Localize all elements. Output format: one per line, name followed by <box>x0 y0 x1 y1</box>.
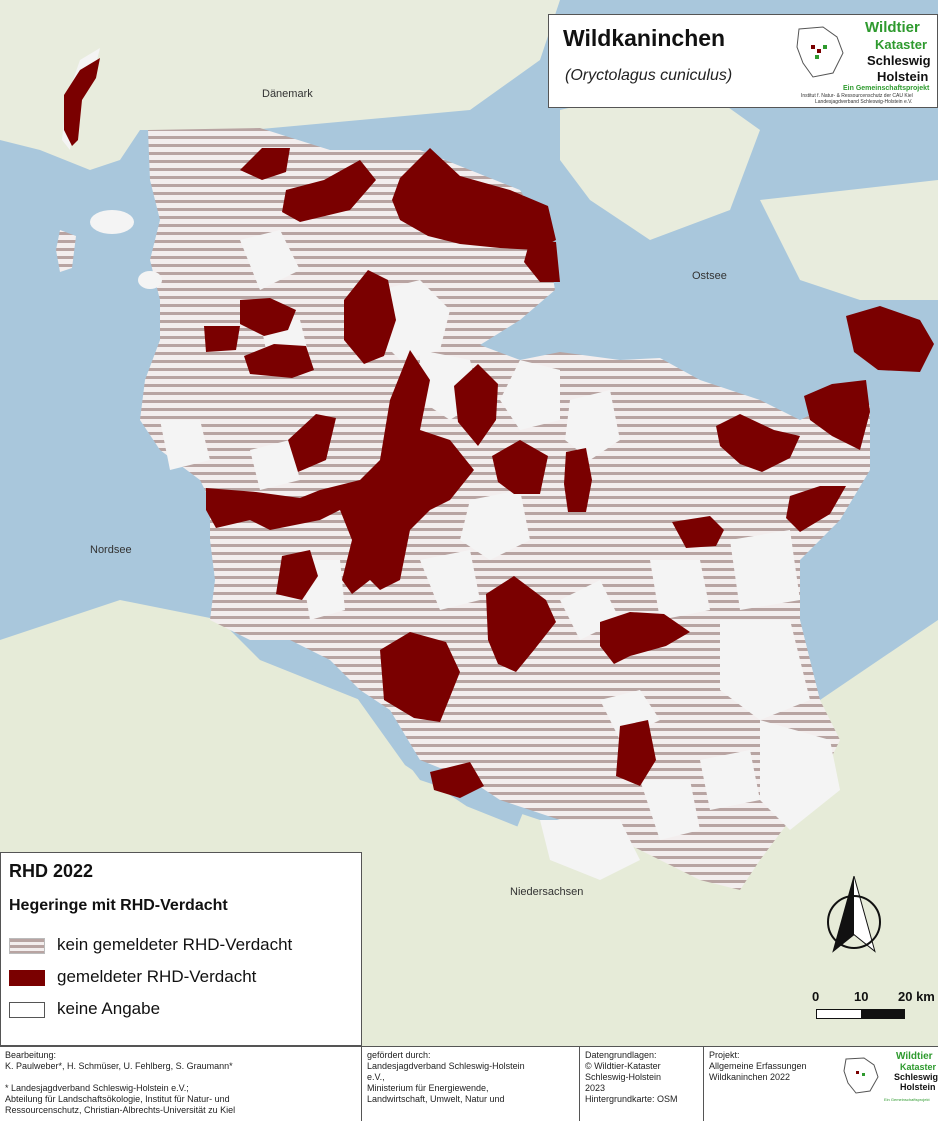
land-fehmarn-lolland <box>760 180 938 300</box>
legend: RHD 2022 Hegeringe mit RHD-Verdacht kein… <box>0 852 362 1046</box>
legend-swatch-white <box>9 1002 45 1018</box>
footer-text: gefördert durch: <box>367 1050 431 1060</box>
logo-line3: Schleswig <box>867 53 931 68</box>
footer-text: © Wildtier-Kataster <box>585 1061 661 1071</box>
rhd-regions <box>64 58 934 798</box>
logo-small2: Landesjagdverband Schleswig-Holstein e.V… <box>815 99 913 105</box>
logo-line4: Holstein <box>877 69 929 84</box>
wildtier-kataster-logo: Wildtier Kataster Schleswig Holstein Ein… <box>791 17 931 105</box>
place-niedersachsen: Niedersachsen <box>510 886 584 898</box>
island-amrum <box>56 230 76 272</box>
land-danish-islands <box>560 80 760 240</box>
footer-logo-tagline: Ein Gemeinschaftsprojekt <box>884 1097 930 1102</box>
footer-text: Landesjagdverband Schleswig-Holstein <box>367 1061 525 1071</box>
place-nordsee: Nordsee <box>90 544 132 556</box>
footer-text <box>5 1072 356 1083</box>
footer-bearbeitung: Bearbeitung: K. Paulweber*, H. Schmüser,… <box>0 1047 362 1121</box>
scale-label-0: 0 <box>812 989 820 1004</box>
footer-text: Ministerium für Energiewende, <box>367 1083 489 1093</box>
footer-text: Allgemeine Erfassungen <box>709 1061 807 1071</box>
scale-segment-black <box>861 1009 905 1019</box>
legend-title: RHD 2022 <box>9 861 94 881</box>
footer-text: 2023 <box>585 1083 606 1093</box>
footer-text: e.V., <box>367 1072 385 1082</box>
title-box: Wildkaninchen (Oryctolagus cuniculus) Wi… <box>548 14 938 108</box>
legend-label: kein gemeldeter RHD-Verdacht <box>57 935 293 954</box>
legend-swatch-striped <box>9 938 45 954</box>
footer-datengrundlagen: Datengrundlagen: © Wildtier-Kataster Sch… <box>580 1047 704 1121</box>
footer-text: Ressourcenschutz, Christian-Albrechts-Un… <box>5 1105 236 1115</box>
footer-text: Wildkaninchen 2022 <box>709 1072 791 1082</box>
place-daenemark: Dänemark <box>262 88 313 100</box>
legend-label: gemeldeter RHD-Verdacht <box>57 967 257 986</box>
logo-small1: Institut f. Natur- & Ressourcenschutz de… <box>801 93 913 99</box>
footer-projekt: Projekt: Allgemeine Erfassungen Wildkani… <box>704 1047 938 1121</box>
footer-logo-line4: Holstein <box>900 1082 936 1092</box>
schleswig-holstein-outline-icon <box>796 26 844 78</box>
no-data-regions <box>160 230 840 880</box>
river-elbe <box>296 644 523 827</box>
scale-bar: 0 10 20 km <box>808 965 938 1035</box>
scale-label-20: 20 km <box>898 989 935 1004</box>
logo-line2: Kataster <box>875 37 928 52</box>
legend-label: keine Angabe <box>57 999 161 1018</box>
footer-text: Hintergrundkarte: OSM <box>585 1094 678 1104</box>
footer-text: Schleswig-Holstein <box>585 1072 662 1082</box>
logo-line1: Wildtier <box>865 19 920 36</box>
footer-text: Datengrundlagen: <box>585 1050 657 1060</box>
footer: Bearbeitung: K. Paulweber*, H. Schmüser,… <box>0 1046 938 1121</box>
footer-text: Projekt: <box>709 1050 740 1060</box>
scale-label-10: 10 <box>854 989 869 1004</box>
footer-logo-line3: Schleswig <box>894 1072 938 1082</box>
legend-swatch-rhd <box>9 970 45 986</box>
legend-subtitle: Hegeringe mit RHD-Verdacht <box>9 897 228 914</box>
footer-text: * Landesjagdverband Schleswig-Holstein e… <box>5 1083 189 1093</box>
scale-segment-white <box>816 1009 862 1019</box>
footer-logo: Wildtier Kataster Schleswig Holstein Ein… <box>842 1051 938 1103</box>
place-ostsee: Ostsee <box>692 270 727 282</box>
footer-text: Abteilung für Landschaftsökologie, Insti… <box>5 1094 230 1104</box>
land-denmark <box>0 0 560 170</box>
footer-logo-line2: Kataster <box>900 1062 937 1072</box>
footer-text: Landwirtschaft, Umwelt, Natur und <box>367 1094 505 1104</box>
footer-text: Bearbeitung: <box>5 1050 57 1060</box>
footer-gefoerdert: gefördert durch: Landesjagdverband Schle… <box>362 1047 580 1121</box>
island-pellworm <box>138 271 162 289</box>
island-foehr <box>90 210 134 234</box>
map-subtitle: (Oryctolagus cuniculus) <box>565 67 733 84</box>
map-title: Wildkaninchen <box>563 25 726 51</box>
footer-text: K. Paulweber*, H. Schmüser, U. Fehlberg,… <box>5 1061 233 1071</box>
north-arrow-icon <box>827 876 881 953</box>
footer-logo-outline-icon <box>843 1057 879 1094</box>
logo-tagline: Ein Gemeinschaftsprojekt <box>843 85 930 92</box>
footer-logo-line1: Wildtier <box>896 1051 933 1062</box>
